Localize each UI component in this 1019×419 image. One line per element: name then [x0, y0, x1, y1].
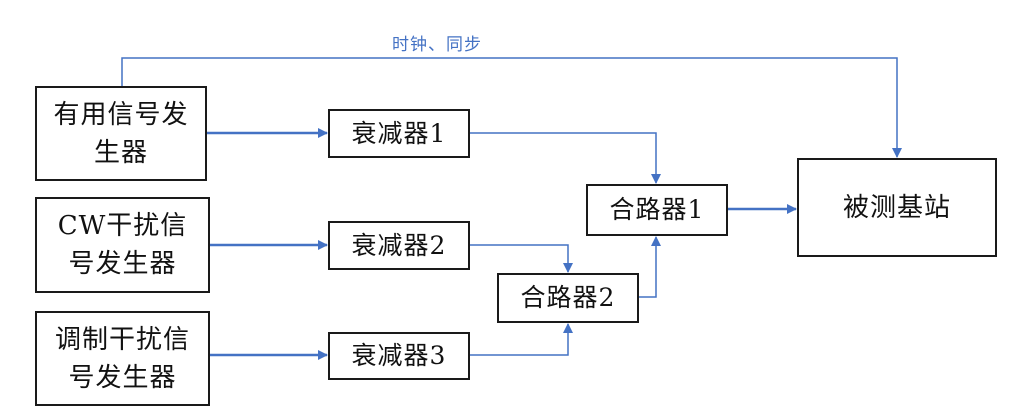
arrow-att3-to-combiner2	[468, 323, 573, 356]
modulated-interference-generator-label: 调制干扰信号发生器	[54, 324, 190, 393]
base-station-under-test-label: 被测基站	[842, 192, 951, 223]
modulated-interference-generator-box: 调制干扰信号发生器	[35, 311, 210, 406]
attenuator-2-box: 衰减器2	[328, 221, 470, 270]
attenuator-3-label: 衰减器3	[351, 341, 447, 370]
combiner-2-box: 合路器2	[497, 273, 639, 323]
cw-interference-generator-label: CW干扰信号发生器	[57, 211, 188, 279]
clock-sync-line	[121, 57, 902, 158]
arrow-att2-to-combiner2	[468, 244, 573, 273]
useful-signal-generator-label: 有用信号发生器	[53, 99, 189, 168]
clock-sync-label: 时钟、同步	[392, 35, 482, 55]
attenuator-3-box: 衰减器3	[328, 332, 470, 380]
combiner-1-box: 合路器1	[586, 184, 728, 236]
arrow-combiner2-to-combiner1	[638, 236, 661, 298]
useful-signal-generator-box: 有用信号发生器	[35, 86, 207, 181]
cw-interference-generator-box: CW干扰信号发生器	[35, 197, 210, 293]
attenuator-1-box: 衰减器1	[328, 109, 470, 158]
arrow-att1-to-combiner1	[468, 132, 661, 184]
attenuator-1-label: 衰减器1	[351, 118, 447, 148]
combiner-2-label: 合路器2	[520, 283, 616, 312]
attenuator-2-label: 衰减器2	[351, 230, 447, 260]
base-station-under-test-box: 被测基站	[797, 158, 997, 257]
combiner-1-label: 合路器1	[609, 195, 705, 224]
